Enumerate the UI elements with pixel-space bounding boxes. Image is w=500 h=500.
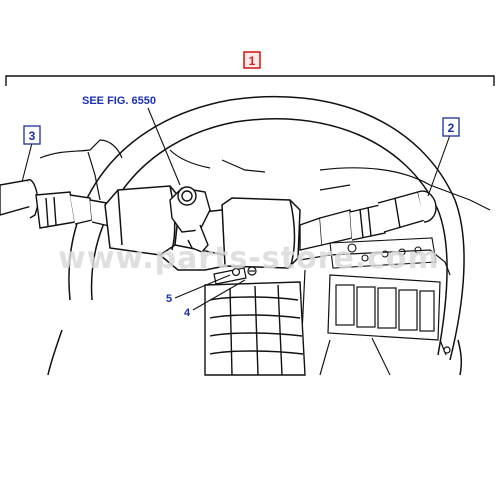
part-callout-2: 2 [442,117,460,137]
switch-panel [319,274,451,376]
part-callout-2-number: 2 [448,121,455,135]
assembly-callout-number: 1 [249,54,256,68]
item-label-4: 4 [184,307,191,319]
reference-note: SEE FIG. 6550 [82,95,156,107]
assembly-callout-box [243,51,261,69]
part-callout-3-number: 3 [29,129,36,143]
part-callout-3-box [23,125,41,145]
part-callout-3: 3 [23,125,41,145]
mounting-screws [213,266,257,285]
left-wiper-lever [0,179,119,229]
right-light-lever [299,190,437,251]
part-callout-2-box [442,117,460,137]
switch-housing [104,185,301,271]
indicator-panel [329,237,437,269]
assembly-callout: 1 [243,51,261,69]
assembly-bracket [5,75,495,86]
center-stalk [169,186,211,253]
item-label-5: 5 [166,293,172,305]
leader-lines [21,107,451,376]
column-boot [204,281,306,376]
watermark-text: www.parts-store.com [58,241,440,276]
